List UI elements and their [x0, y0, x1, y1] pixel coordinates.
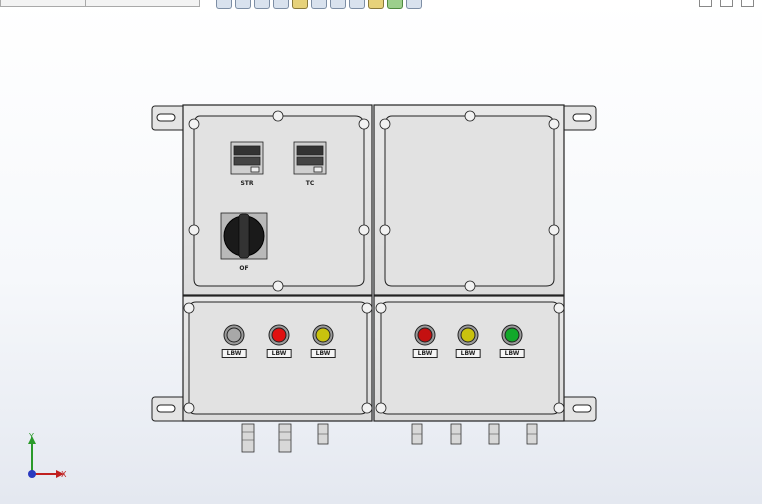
section-view-icon[interactable] [273, 0, 289, 9]
switch-label: OF [239, 265, 249, 272]
tab-divider [85, 0, 86, 7]
minimize-icon[interactable] [741, 0, 754, 7]
reference-triad: Y X [20, 432, 72, 484]
right-lamp-nameplate-2: LBW [455, 349, 481, 358]
cable-glands [241, 423, 538, 453]
right-lamp-nameplate-3: LBW [499, 349, 525, 358]
right-indicator-lamp-2 [460, 327, 476, 343]
left-indicator-lamp-2 [271, 327, 287, 343]
view-orientation-icon[interactable] [311, 0, 327, 9]
left-indicator-lamp-1 [226, 327, 242, 343]
previous-view-icon[interactable] [254, 0, 270, 9]
feature-manager-tab[interactable] [0, 0, 200, 7]
zoom-area-icon[interactable] [235, 0, 251, 9]
right-indicator-lamp-3 [504, 327, 520, 343]
left-lamp-nameplate-1: LBW [221, 349, 247, 358]
window-controls [699, 0, 754, 7]
indicator-lamps [223, 324, 523, 346]
zoom-to-fit-icon[interactable] [216, 0, 232, 9]
dynamic-annotation-icon[interactable] [292, 0, 308, 9]
left-indicator-lamp-3 [315, 327, 331, 343]
left-lamp-nameplate-2: LBW [266, 349, 292, 358]
controller-label-tc: TC [305, 180, 315, 187]
x-axis-label: X [61, 470, 67, 479]
rotary-switch [220, 212, 268, 260]
mounting-ears [151, 105, 597, 422]
tile-icon[interactable] [720, 0, 733, 7]
right-indicator-lamp-1 [417, 327, 433, 343]
temperature-controllers [230, 141, 327, 175]
heads-up-view-toolbar [216, 0, 576, 10]
view-settings-icon[interactable] [406, 0, 422, 9]
left-lamp-nameplate-3: LBW [310, 349, 336, 358]
restore-icon[interactable] [699, 0, 712, 7]
apply-scene-icon[interactable] [387, 0, 403, 9]
edit-appearance-icon[interactable] [368, 0, 384, 9]
display-style-icon[interactable] [330, 0, 346, 9]
right-lamp-nameplate-1: LBW [412, 349, 438, 358]
hide-show-icon[interactable] [349, 0, 365, 9]
y-axis-label: Y [29, 432, 34, 441]
controller-label-str: STR [240, 180, 254, 187]
